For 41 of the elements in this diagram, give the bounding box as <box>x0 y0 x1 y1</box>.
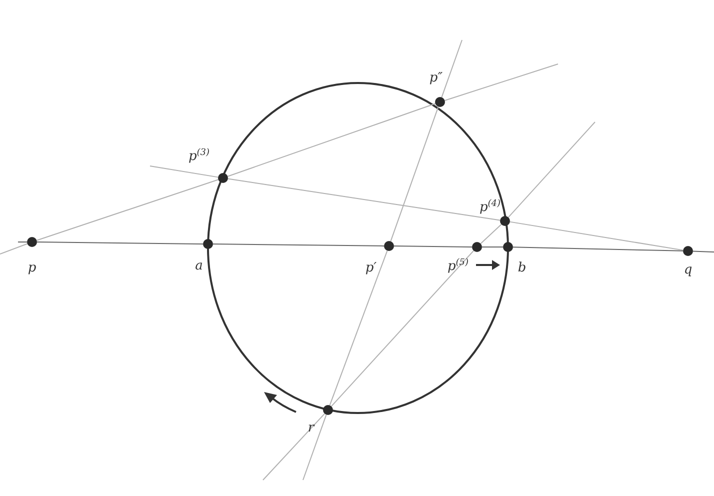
construction-line <box>509 221 684 251</box>
point <box>503 242 513 252</box>
construction-line <box>36 242 204 244</box>
point-label: q <box>684 262 692 278</box>
construction-line <box>390 106 439 242</box>
construction-line <box>227 103 436 177</box>
point <box>203 239 213 249</box>
construction-line <box>227 178 501 221</box>
construction-line <box>330 250 474 407</box>
point-label: p$^{(5)}$ <box>447 258 469 274</box>
construction-line <box>329 250 388 406</box>
construction-line <box>482 246 504 248</box>
construction-line <box>150 166 219 178</box>
point-label: p$^{(4)}$ <box>479 198 501 216</box>
construction-line <box>508 122 596 218</box>
point-label: p$^{(3)}$ <box>188 148 210 164</box>
point-label: r <box>308 420 314 436</box>
point-label: p″ <box>429 70 443 86</box>
point-label: b <box>518 260 526 276</box>
point <box>683 246 693 256</box>
point <box>472 242 482 252</box>
construction-line <box>512 246 684 252</box>
point <box>218 173 228 183</box>
construction-line <box>212 244 384 246</box>
point <box>500 216 510 226</box>
construction-line <box>0 243 28 254</box>
point <box>435 97 445 107</box>
point-label: a <box>195 258 203 274</box>
construction-line <box>692 250 714 252</box>
construction-line <box>302 414 327 480</box>
construction-line <box>441 40 462 98</box>
construction-line <box>262 413 326 480</box>
point-label: p <box>28 260 36 276</box>
point-label: p′ <box>365 260 377 276</box>
point <box>27 237 37 247</box>
construction-line <box>444 64 558 101</box>
point <box>384 241 394 251</box>
construction-line <box>36 179 219 241</box>
point <box>323 405 333 415</box>
construction-line <box>394 246 472 248</box>
construction-line <box>480 224 502 244</box>
